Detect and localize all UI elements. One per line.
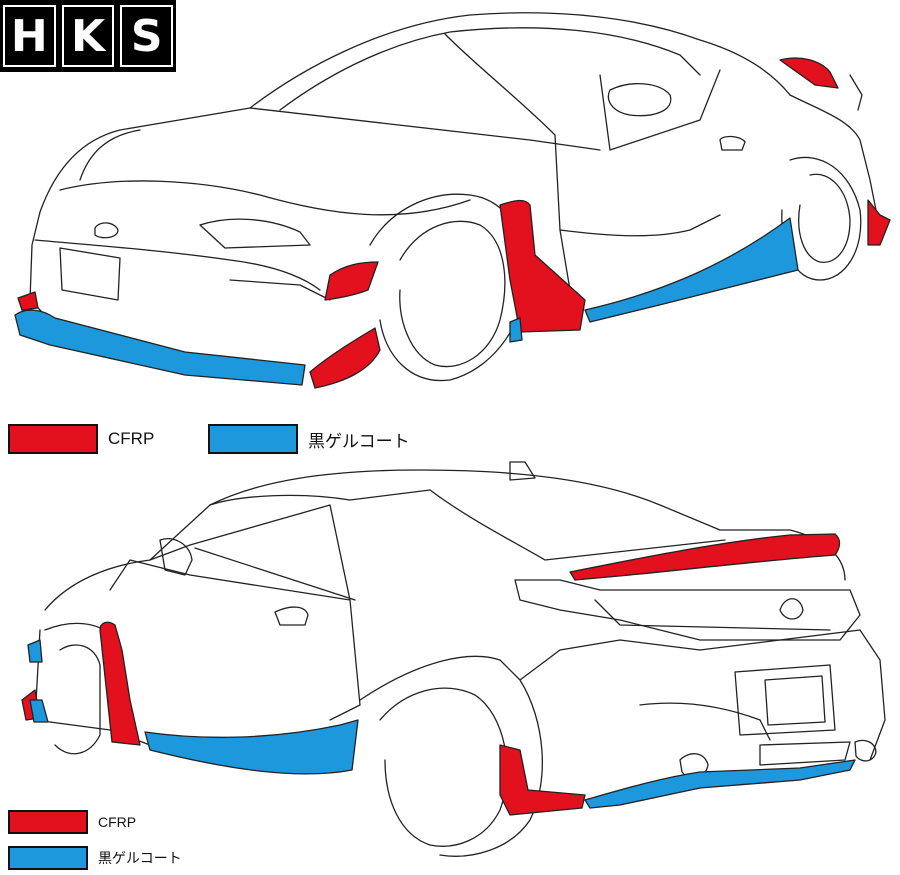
logo-letter-k: K bbox=[61, 5, 115, 67]
legend-top-cfrp: CFRP bbox=[8, 424, 154, 454]
legend-label-gelcoat: 黒ゲルコート bbox=[308, 431, 410, 451]
legend-swatch-gelcoat bbox=[208, 424, 298, 454]
rear-fender-cfrp bbox=[867, 199, 891, 246]
rear-wing-cfrp bbox=[569, 533, 841, 581]
side-skirt-front-tab-gelcoat bbox=[509, 317, 523, 343]
rear-quarter-cfrp bbox=[779, 57, 839, 89]
rear-mudflap-cfrp bbox=[499, 744, 586, 816]
rear-diffuser-gelcoat bbox=[584, 759, 856, 809]
front-car-illustration bbox=[14, 12, 891, 389]
legend-label-gelcoat-bottom: 黒ゲルコート bbox=[98, 850, 182, 866]
front-canard-cfrp bbox=[324, 261, 379, 301]
legend-top-gelcoat: 黒ゲルコート bbox=[208, 424, 410, 454]
legend-swatch-cfrp bbox=[8, 424, 98, 454]
hks-logo: H K S bbox=[0, 0, 176, 72]
logo-letter-s: S bbox=[120, 5, 174, 67]
side-skirt-gelcoat bbox=[584, 217, 799, 323]
front-fender-cfrp bbox=[499, 199, 586, 333]
legend-swatch-gelcoat-bottom bbox=[8, 846, 88, 870]
rear-fender-front-cfrp bbox=[99, 621, 141, 746]
front-canard-gelcoat-rear-view bbox=[27, 639, 43, 663]
front-lip-spoiler-gelcoat bbox=[14, 309, 306, 386]
legend-bottom-cfrp: CFRP bbox=[8, 810, 136, 834]
legend-swatch-cfrp-bottom bbox=[8, 810, 88, 834]
side-skirt-gelcoat-rear bbox=[144, 719, 359, 775]
logo-letter-h: H bbox=[3, 5, 56, 67]
legend-label-cfrp: CFRP bbox=[108, 429, 155, 448]
front-lip-gelcoat-rear-view bbox=[29, 699, 49, 723]
front-fender-rear-tip-cfrp bbox=[21, 689, 41, 721]
legend-label-cfrp-bottom: CFRP bbox=[98, 814, 137, 830]
front-left-tip-cfrp bbox=[17, 291, 39, 311]
front-splitter-side-cfrp bbox=[309, 327, 381, 389]
legend-bottom-gelcoat: 黒ゲルコート bbox=[8, 846, 182, 870]
